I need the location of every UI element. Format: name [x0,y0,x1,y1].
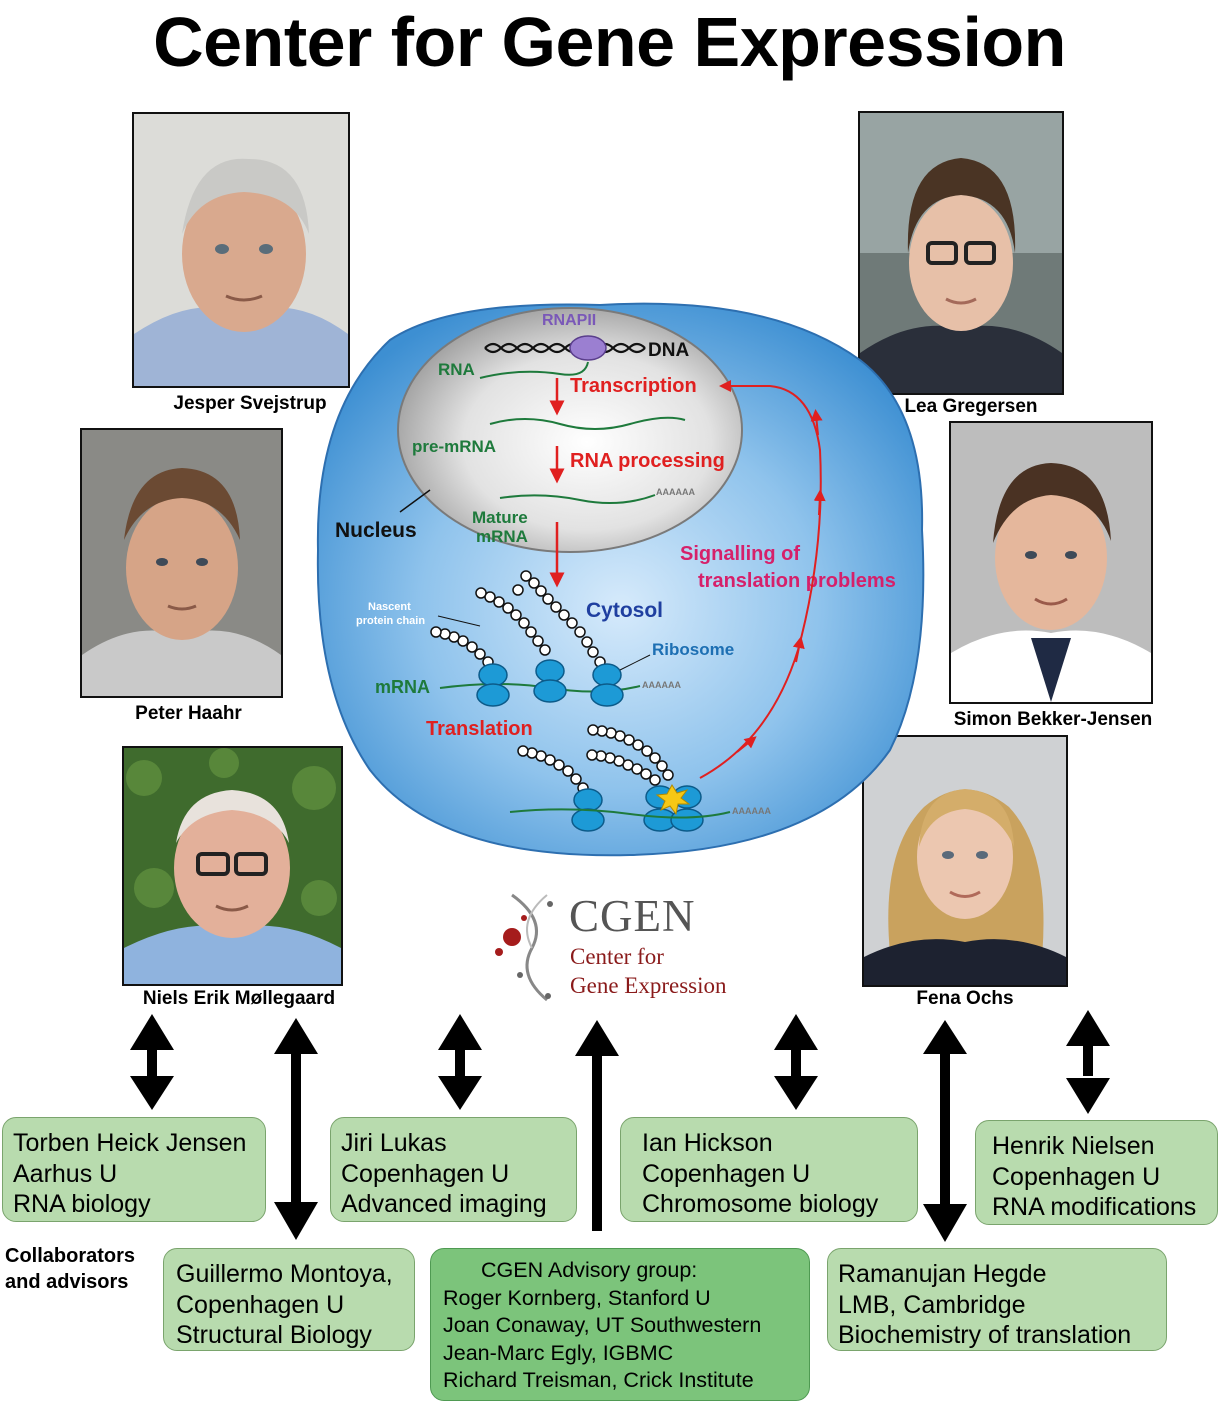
collaborator-box-jiri: Jiri Lukas Copenhagen U Advanced imaging [330,1117,577,1222]
double-arrow-jiri [438,1014,482,1110]
label-signalling-1: Signalling of [680,543,800,565]
label-transcription: Transcription [570,375,697,397]
advisory-member: Roger Kornberg, Stanford U [443,1285,711,1310]
label-nascent-1: Nascent [368,601,411,613]
label-mature: Mature [472,508,528,527]
collaborator-box-ian: Ian Hickson Copenhagen U Chromosome biol… [620,1117,918,1222]
label-cytosol: Cytosol [586,599,663,622]
double-arrow-ian [774,1014,818,1110]
logo-line-2: Gene Expression [570,973,727,998]
advisory-member: Jean-Marc Egly, IGBMC [443,1340,674,1365]
advisory-member: Richard Treisman, Crick Institute [443,1368,754,1392]
dna-helix [484,342,646,354]
advisory-header: CGEN Advisory group: [481,1258,698,1282]
collaborator-box-henrik: Henrik Nielsen Copenhagen U RNA modifica… [975,1120,1218,1225]
photo-peter-haahr [80,428,283,698]
label-mrna: mRNA [375,677,430,697]
label-dna: DNA [648,340,689,361]
collaborator-field: Structural Biology [176,1321,372,1349]
double-arrow-ramanujan [923,1020,967,1242]
advisory-member: Joan Conaway, UT Southwestern [443,1313,762,1337]
collaborator-field: RNA biology [13,1190,151,1218]
label-rnapii: RNAPII [542,312,596,329]
label-nascent-2: protein chain [356,615,425,627]
cgen-logo: CGEN Center for Gene Expression [492,890,762,1005]
photo-simon-bekker-jensen [949,421,1153,704]
label-rna: RNA [438,360,475,379]
collaborator-name: Ian Hickson [642,1129,773,1157]
rnapii-polymerase [569,335,607,361]
label-polya-2: AAAAAA [642,680,681,690]
collaborator-name: Torben Heick Jensen [13,1129,247,1157]
collaborators-label: Collaborators and advisors [5,1243,135,1295]
label-translation: Translation [426,718,533,740]
photo-niels-erik-mollegaard [122,746,343,986]
collaborator-name: Henrik Nielsen [992,1132,1155,1160]
collaborator-affiliation: Copenhagen U [341,1159,510,1188]
label-polya: AAAAAA [656,487,695,497]
mature-mrna-strand [499,494,656,504]
logo-line-1: Center for [570,944,664,969]
signalling-arrow [699,380,822,779]
nascent-protein-chains [430,570,674,794]
collaborator-box-guillermo: Guillermo Montoya, Copenhagen U Structur… [163,1248,415,1351]
label-pre-mrna: pre-mRNA [412,437,496,456]
collaborator-box-ramanujan: Ramanujan Hegde LMB, Cambridge Biochemis… [827,1248,1167,1351]
collaborator-field: Biochemistry of translation [838,1321,1132,1349]
ribosomes [476,659,704,832]
connection-arrows [130,1010,1110,1242]
up-arrow-advisory [575,1020,619,1231]
collision-star-icon [655,784,691,816]
collaborator-name: Jiri Lukas [341,1129,447,1157]
cell-diagram: RNAPII DNA RNA Transcription pre-mRNA RN… [316,302,925,857]
person-name: Lea Gregersen [904,396,1038,417]
label-signalling-2: translation problems [698,570,896,592]
label-ribosome: Ribosome [652,640,734,659]
rna-strand [479,361,589,379]
label-mature-mrna: mRNA [476,527,528,546]
collaborator-affiliation: Copenhagen U [176,1290,345,1319]
collaborators-label-line-2: and advisors [5,1271,129,1293]
photo-lea-gregersen [858,111,1064,395]
collaborator-field: Chromosome biology [642,1190,879,1218]
collaborator-affiliation: LMB, Cambridge [838,1290,1026,1319]
pre-mrna-strand [489,416,686,430]
lower-mrna-strand [509,808,731,819]
double-arrow-henrik [1066,1010,1110,1114]
collaborator-affiliation: Copenhagen U [642,1159,811,1188]
person-name: Simon Bekker-Jensen [953,709,1153,730]
label-nucleus: Nucleus [335,519,417,542]
photo-jesper-svejstrup [132,112,350,388]
collaborators-label-line-1: Collaborators [5,1245,136,1267]
page-title: Center for Gene Expression [153,3,1066,81]
nucleus-shape [397,307,743,553]
person-name: Peter Haahr [135,703,242,724]
collaborator-field: RNA modifications [992,1193,1197,1221]
collaborator-box-torben: Torben Heick Jensen Aarhus U RNA biology [2,1117,266,1222]
person-name: Jesper Svejstrup [173,393,327,414]
double-arrow-torben [130,1014,174,1110]
collaborator-affiliation: Aarhus U [13,1159,118,1188]
person-name: Fena Ochs [916,988,1014,1009]
collaborator-name: Ramanujan Hegde [838,1260,1047,1288]
collaborator-field: Advanced imaging [341,1190,547,1218]
logo-name: CGEN [569,891,696,941]
collaborator-affiliation: Copenhagen U [992,1162,1161,1191]
person-name: Niels Erik Møllegaard [142,988,336,1009]
label-rna-processing: RNA processing [570,450,725,472]
advisory-group-box: CGEN Advisory group: Roger Kornberg, Sta… [430,1248,810,1401]
dna-logo-icon [495,893,553,1002]
collaborator-name: Guillermo Montoya, [176,1260,393,1288]
label-polya-3: AAAAAA [732,806,771,816]
photo-fena-ochs [862,735,1068,987]
double-arrow-guillermo [274,1018,318,1240]
